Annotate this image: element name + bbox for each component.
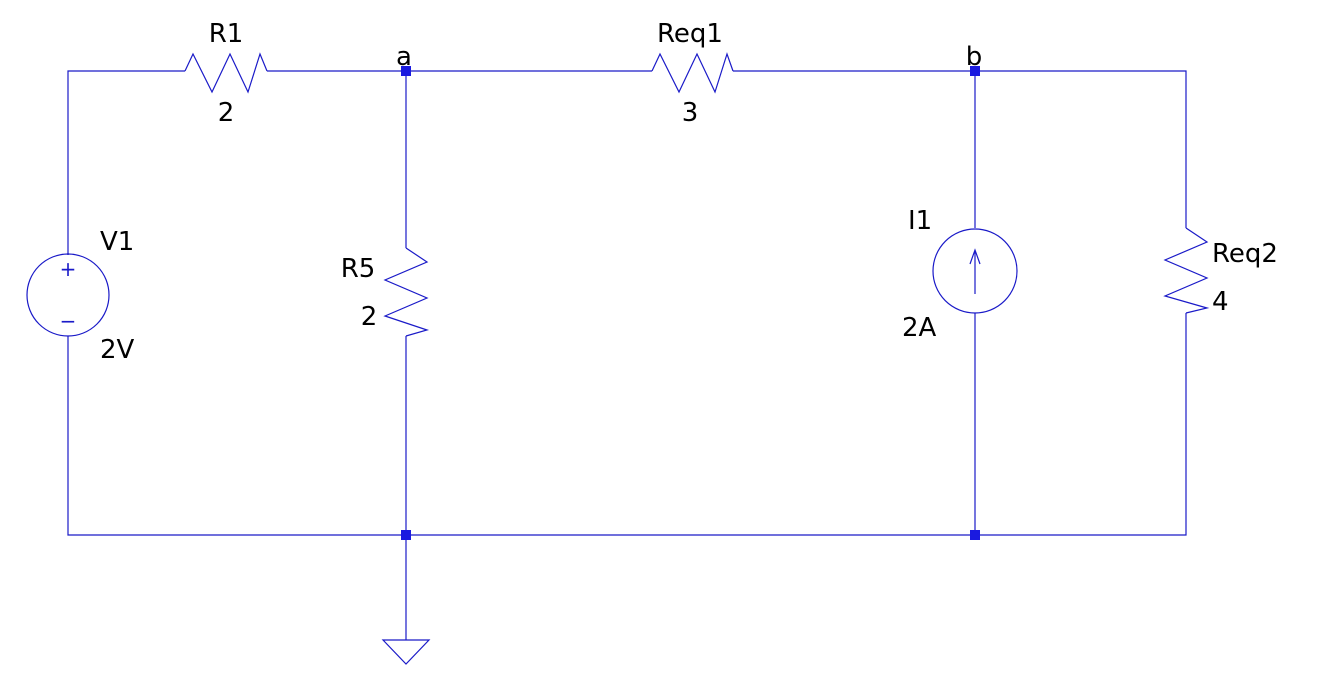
resistor-r5 xyxy=(383,247,430,337)
i1-value-label: 2A xyxy=(902,313,937,343)
req2-name-label: Req2 xyxy=(1212,239,1278,269)
i1-name-label: I1 xyxy=(908,206,932,236)
v1-plus-sign: + xyxy=(60,257,77,281)
up-arrow-icon xyxy=(969,248,981,265)
node-a-label: a xyxy=(396,42,412,72)
resistor-req2 xyxy=(1163,227,1210,314)
v1-minus-sign: − xyxy=(60,309,77,333)
r1-value-label: 2 xyxy=(218,98,235,128)
voltage-source-v1: + − xyxy=(26,253,110,337)
req2-value-label: 4 xyxy=(1212,287,1229,317)
ground-symbol-icon xyxy=(381,639,431,665)
junction-bottom-b xyxy=(970,530,980,540)
current-source-i1 xyxy=(932,228,1018,314)
v1-value-label: 2V xyxy=(100,335,135,365)
r1-name-label: R1 xyxy=(209,19,244,49)
r5-value-label: 2 xyxy=(361,302,378,332)
junction-node-b xyxy=(970,66,980,76)
bottom-wire xyxy=(67,313,1187,536)
v1-name-label: V1 xyxy=(100,227,134,257)
req1-name-label: Req1 xyxy=(657,19,723,49)
resistor-r1 xyxy=(184,52,268,94)
node-b-label: b xyxy=(966,42,983,72)
top-wire xyxy=(67,70,1187,255)
resistor-req1 xyxy=(651,52,734,94)
r5-name-label: R5 xyxy=(341,254,376,284)
junction-node-a xyxy=(401,66,411,76)
junction-bottom-a xyxy=(401,530,411,540)
req1-value-label: 3 xyxy=(682,98,699,128)
